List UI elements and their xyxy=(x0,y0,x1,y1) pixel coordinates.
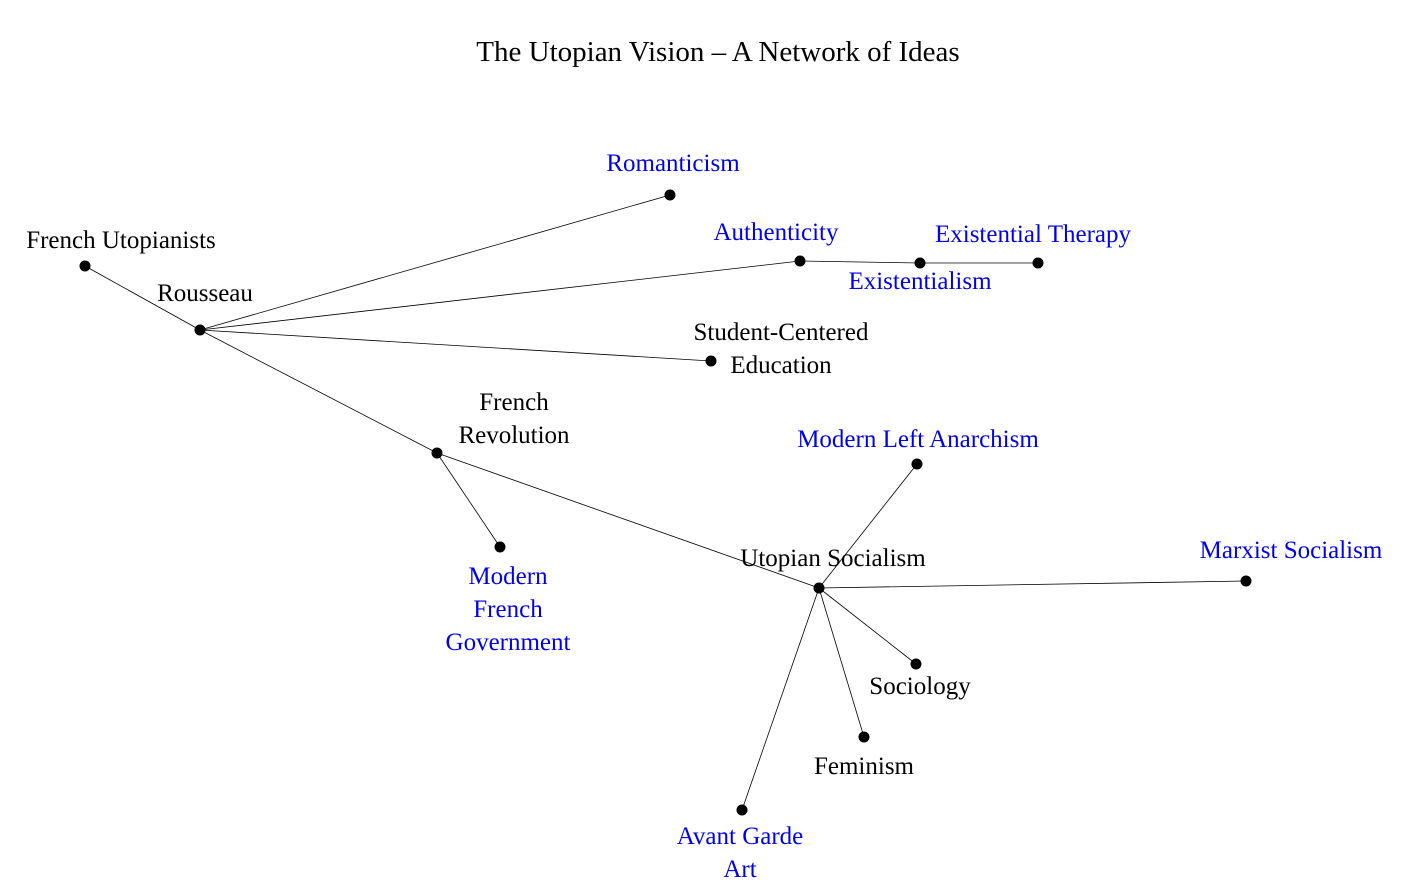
edges-layer xyxy=(84,194,1247,811)
node-label-modern-left-anarchism: Modern Left Anarchism xyxy=(797,426,1039,453)
node-dot-french-revolution xyxy=(431,447,443,459)
node-label-sociology: Sociology xyxy=(869,673,971,700)
node-label-line: Feminism xyxy=(814,753,915,780)
node-label-line: Education xyxy=(730,352,832,379)
node-label-marxist-socialism: Marxist Socialism xyxy=(1200,537,1383,564)
edge-rousseau-to-student-centered-education xyxy=(199,329,712,362)
node-dot-feminism xyxy=(858,731,870,743)
node-label-line: French xyxy=(479,389,549,416)
node-label-feminism: Feminism xyxy=(814,753,915,780)
edge-rousseau-to-authenticity xyxy=(199,260,801,331)
node-label-french-utopianists: French Utopianists xyxy=(26,227,216,254)
edge-rousseau-to-romanticism xyxy=(199,194,671,331)
edge-utopian-socialism-to-marxist-socialism xyxy=(818,580,1247,589)
edge-authenticity-to-existentialism xyxy=(799,260,921,264)
node-dot-modern-left-anarchism xyxy=(911,458,923,470)
node-marxist-socialism: Marxist Socialism xyxy=(1200,537,1383,587)
node-label-line: Utopian Socialism xyxy=(740,545,926,572)
node-dot-sociology xyxy=(910,658,922,670)
node-label-romanticism: Romanticism xyxy=(606,150,740,177)
node-label-line: Existential Therapy xyxy=(935,221,1132,248)
node-label-line: Student-Centered xyxy=(694,319,869,346)
node-label-line: Rousseau xyxy=(157,280,253,307)
node-dot-marxist-socialism xyxy=(1240,575,1252,587)
node-label-line: Modern xyxy=(468,563,548,590)
edge-utopian-socialism-to-feminism xyxy=(818,587,865,738)
node-french-utopianists: French Utopianists xyxy=(26,227,216,272)
node-dot-utopian-socialism xyxy=(813,582,825,594)
node-label-line: Avant Garde xyxy=(677,823,804,850)
node-label-line: Revolution xyxy=(458,422,570,449)
node-label-line: Romanticism xyxy=(606,150,740,177)
diagram-title: The Utopian Vision – A Network of Ideas xyxy=(476,36,959,68)
node-label-rousseau: Rousseau xyxy=(157,280,253,307)
edge-utopian-socialism-to-sociology xyxy=(818,587,917,665)
node-dot-existential-therapy xyxy=(1032,257,1044,269)
node-dot-student-centered-education xyxy=(705,355,717,367)
node-label-line: Marxist Socialism xyxy=(1200,537,1383,564)
node-label-line: Modern Left Anarchism xyxy=(797,426,1039,453)
node-authenticity: Authenticity xyxy=(714,219,839,267)
edge-french-utopianists-to-rousseau xyxy=(84,265,201,331)
node-dot-romanticism xyxy=(664,189,676,201)
edge-utopian-socialism-to-modern-left-anarchism xyxy=(818,463,918,589)
node-label-authenticity: Authenticity xyxy=(714,219,839,246)
edge-french-revolution-to-modern-french-government xyxy=(436,452,501,548)
node-label-line: Authenticity xyxy=(714,219,839,246)
node-utopian-socialism: Utopian Socialism xyxy=(740,545,926,594)
node-dot-authenticity xyxy=(794,255,806,267)
node-romanticism: Romanticism xyxy=(606,150,740,201)
node-dot-rousseau xyxy=(194,324,206,336)
node-rousseau: Rousseau xyxy=(157,280,253,336)
node-label-line: Government xyxy=(446,629,571,656)
node-label-line: Art xyxy=(723,856,756,883)
node-label-line: Sociology xyxy=(869,673,971,700)
node-existentialism: Existentialism xyxy=(848,257,992,295)
node-label-line: French Utopianists xyxy=(26,227,216,254)
node-dot-avant-garde-art xyxy=(736,804,748,816)
edge-utopian-socialism-to-avant-garde-art xyxy=(741,587,820,811)
node-existential-therapy: Existential Therapy xyxy=(935,221,1132,269)
node-modern-left-anarchism: Modern Left Anarchism xyxy=(797,426,1039,470)
node-dot-french-utopianists xyxy=(79,260,91,272)
node-dot-modern-french-government xyxy=(494,541,506,553)
edge-rousseau-to-french-revolution xyxy=(199,329,438,454)
node-sociology: Sociology xyxy=(869,658,971,700)
node-dot-existentialism xyxy=(914,257,926,269)
node-label-existential-therapy: Existential Therapy xyxy=(935,221,1132,248)
node-label-line: Existentialism xyxy=(848,268,992,295)
node-feminism: Feminism xyxy=(814,731,915,780)
node-label-existentialism: Existentialism xyxy=(848,268,992,295)
edge-french-revolution-to-utopian-socialism xyxy=(436,452,820,589)
node-label-line: French xyxy=(473,596,543,623)
node-label-utopian-socialism: Utopian Socialism xyxy=(740,545,926,572)
